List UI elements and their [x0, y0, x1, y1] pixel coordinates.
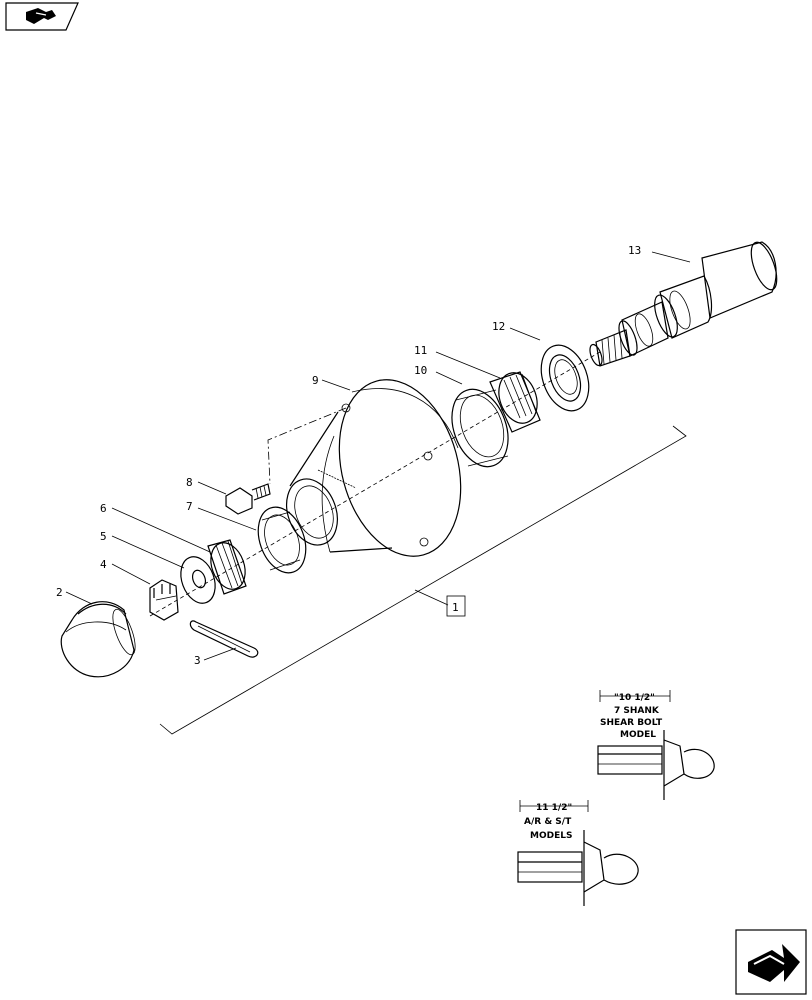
- inner-cup: [451, 388, 509, 468]
- callout-assembly: 1: [452, 601, 459, 614]
- outer-cup: [257, 506, 307, 574]
- spindle: [589, 241, 778, 367]
- callout-cap: 2: [56, 586, 63, 599]
- next-page-arrow-icon[interactable]: [735, 929, 807, 995]
- callout-box-assembly: [446, 595, 466, 617]
- callout-washer: 5: [100, 530, 107, 543]
- inset-shank-dimension: "10 1/2": [614, 693, 655, 703]
- castle-nut: [149, 579, 179, 621]
- back-arrow-icon[interactable]: [5, 2, 79, 31]
- callout-seal: 12: [492, 320, 505, 333]
- outer-cone: [207, 539, 247, 595]
- inset-shank-line4: MODEL: [620, 730, 656, 740]
- inset-ar-dimension: 11 1/2": [536, 803, 572, 813]
- inset-shank-line3: SHEAR BOLT: [600, 718, 663, 728]
- inset-ar-line2: A/R & S/T: [524, 817, 572, 827]
- callout-inner-cup: 10: [414, 364, 427, 377]
- inner-cone: [489, 371, 541, 433]
- hub: [286, 379, 462, 557]
- bolt: [225, 483, 271, 515]
- callout-outer-cup: 7: [186, 500, 193, 513]
- callout-outer-cone: 6: [100, 502, 107, 515]
- seal: [540, 344, 590, 412]
- assembly-bracket: 1: [159, 425, 687, 735]
- cap: [60, 601, 136, 678]
- inset-shear-bolt-model: "10 1/2" 7 SHANK SHEAR BOLT MODEL: [597, 690, 715, 800]
- inset-ar-st-models: 11 1/2" A/R & S/T MODELS: [517, 800, 639, 906]
- callout-spindle: 13: [628, 244, 641, 257]
- callout-castle-nut: 4: [100, 558, 107, 571]
- callout-inner-cone: 11: [414, 344, 427, 357]
- callout-hub: 9: [312, 374, 319, 387]
- inset-ar-line3: MODELS: [530, 831, 572, 841]
- cotter-pin: [189, 620, 259, 658]
- callout-bolt: 8: [186, 476, 193, 489]
- inset-shank-line2: 7 SHANK: [614, 706, 660, 716]
- callout-cotter-pin: 3: [194, 654, 201, 667]
- washer: [180, 556, 216, 604]
